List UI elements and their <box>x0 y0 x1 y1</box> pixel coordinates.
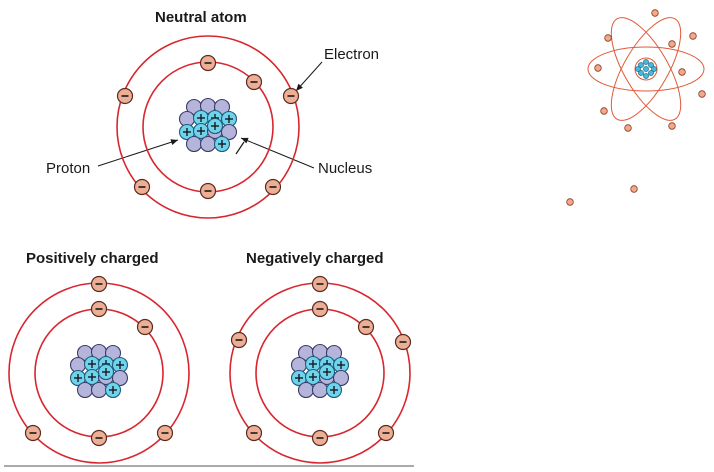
positively-charged-title: Positively charged <box>26 250 159 267</box>
small-nucleon <box>648 70 654 76</box>
proton <box>104 381 122 399</box>
proton <box>304 368 322 386</box>
proton-leader-line <box>97 139 179 167</box>
small-electron <box>651 9 659 17</box>
nucleus <box>178 97 238 153</box>
electron <box>311 300 329 318</box>
neutron <box>311 381 329 399</box>
electron <box>311 275 329 293</box>
electron <box>264 178 282 196</box>
neutron <box>332 369 350 387</box>
neutron <box>220 123 238 141</box>
small-electron <box>668 40 676 48</box>
electron <box>357 318 375 336</box>
electron <box>199 182 217 200</box>
small-nucleon <box>643 66 649 72</box>
small-electron <box>566 198 574 206</box>
neutron <box>90 381 108 399</box>
neutron <box>185 135 203 153</box>
proton <box>213 135 231 153</box>
electron <box>133 178 151 196</box>
small-electron <box>630 185 638 193</box>
electron <box>282 87 300 105</box>
electron <box>394 333 412 351</box>
neutron <box>76 381 94 399</box>
neutron <box>199 135 217 153</box>
electron <box>230 331 248 349</box>
small-nucleon <box>635 66 641 72</box>
proton <box>325 381 343 399</box>
proton <box>290 369 308 387</box>
nucleus-edge-tick <box>235 141 245 155</box>
neutron <box>111 369 129 387</box>
callout-lines <box>97 61 323 169</box>
small-nucleon <box>648 62 654 68</box>
small-orbit <box>610 17 682 121</box>
electron <box>245 73 263 91</box>
neutral-atom-title: Neutral atom <box>155 9 247 26</box>
negatively-charged-atom <box>229 275 412 464</box>
electron <box>156 424 174 442</box>
small-electron <box>594 64 602 72</box>
electron <box>90 275 108 293</box>
nucleus <box>69 343 129 399</box>
electron-leader-line <box>295 61 323 92</box>
proton <box>318 363 336 381</box>
small-inner-orbit <box>634 57 658 81</box>
small-nucleon <box>638 70 644 76</box>
electron <box>377 424 395 442</box>
small-nucleon <box>643 73 649 79</box>
electron <box>90 429 108 447</box>
proton-callout-label: Proton <box>46 160 91 177</box>
small-electron <box>600 107 608 115</box>
electron <box>199 54 217 72</box>
small-orbit <box>587 46 705 92</box>
small-electron <box>698 90 706 98</box>
outer-orbit <box>116 35 300 219</box>
electron <box>90 300 108 318</box>
atom-models <box>4 35 414 467</box>
proton <box>206 117 224 135</box>
negatively-charged-title: Negatively charged <box>246 250 384 267</box>
small-atom-model <box>566 9 706 206</box>
small-electron <box>689 32 697 40</box>
small-nucleon <box>638 62 644 68</box>
electron <box>24 424 42 442</box>
positively-charged-atom <box>8 275 190 464</box>
small-electron <box>668 122 676 130</box>
electron <box>245 424 263 442</box>
nucleus-callout-label: Nucleus <box>318 160 373 177</box>
proton <box>97 363 115 381</box>
small-electron <box>678 68 686 76</box>
nucleus-leader-line <box>240 137 315 169</box>
neutral-atom <box>116 35 300 219</box>
neutron <box>297 381 315 399</box>
small-electron <box>604 34 612 42</box>
electron <box>311 429 329 447</box>
small-electron <box>624 124 632 132</box>
nucleus <box>290 343 350 399</box>
small-orbit <box>610 17 682 121</box>
electron <box>136 318 154 336</box>
small-nucleon <box>643 59 649 65</box>
electron-callout-label: Electron <box>324 46 380 63</box>
electron <box>116 87 134 105</box>
small-nucleon <box>651 66 657 72</box>
